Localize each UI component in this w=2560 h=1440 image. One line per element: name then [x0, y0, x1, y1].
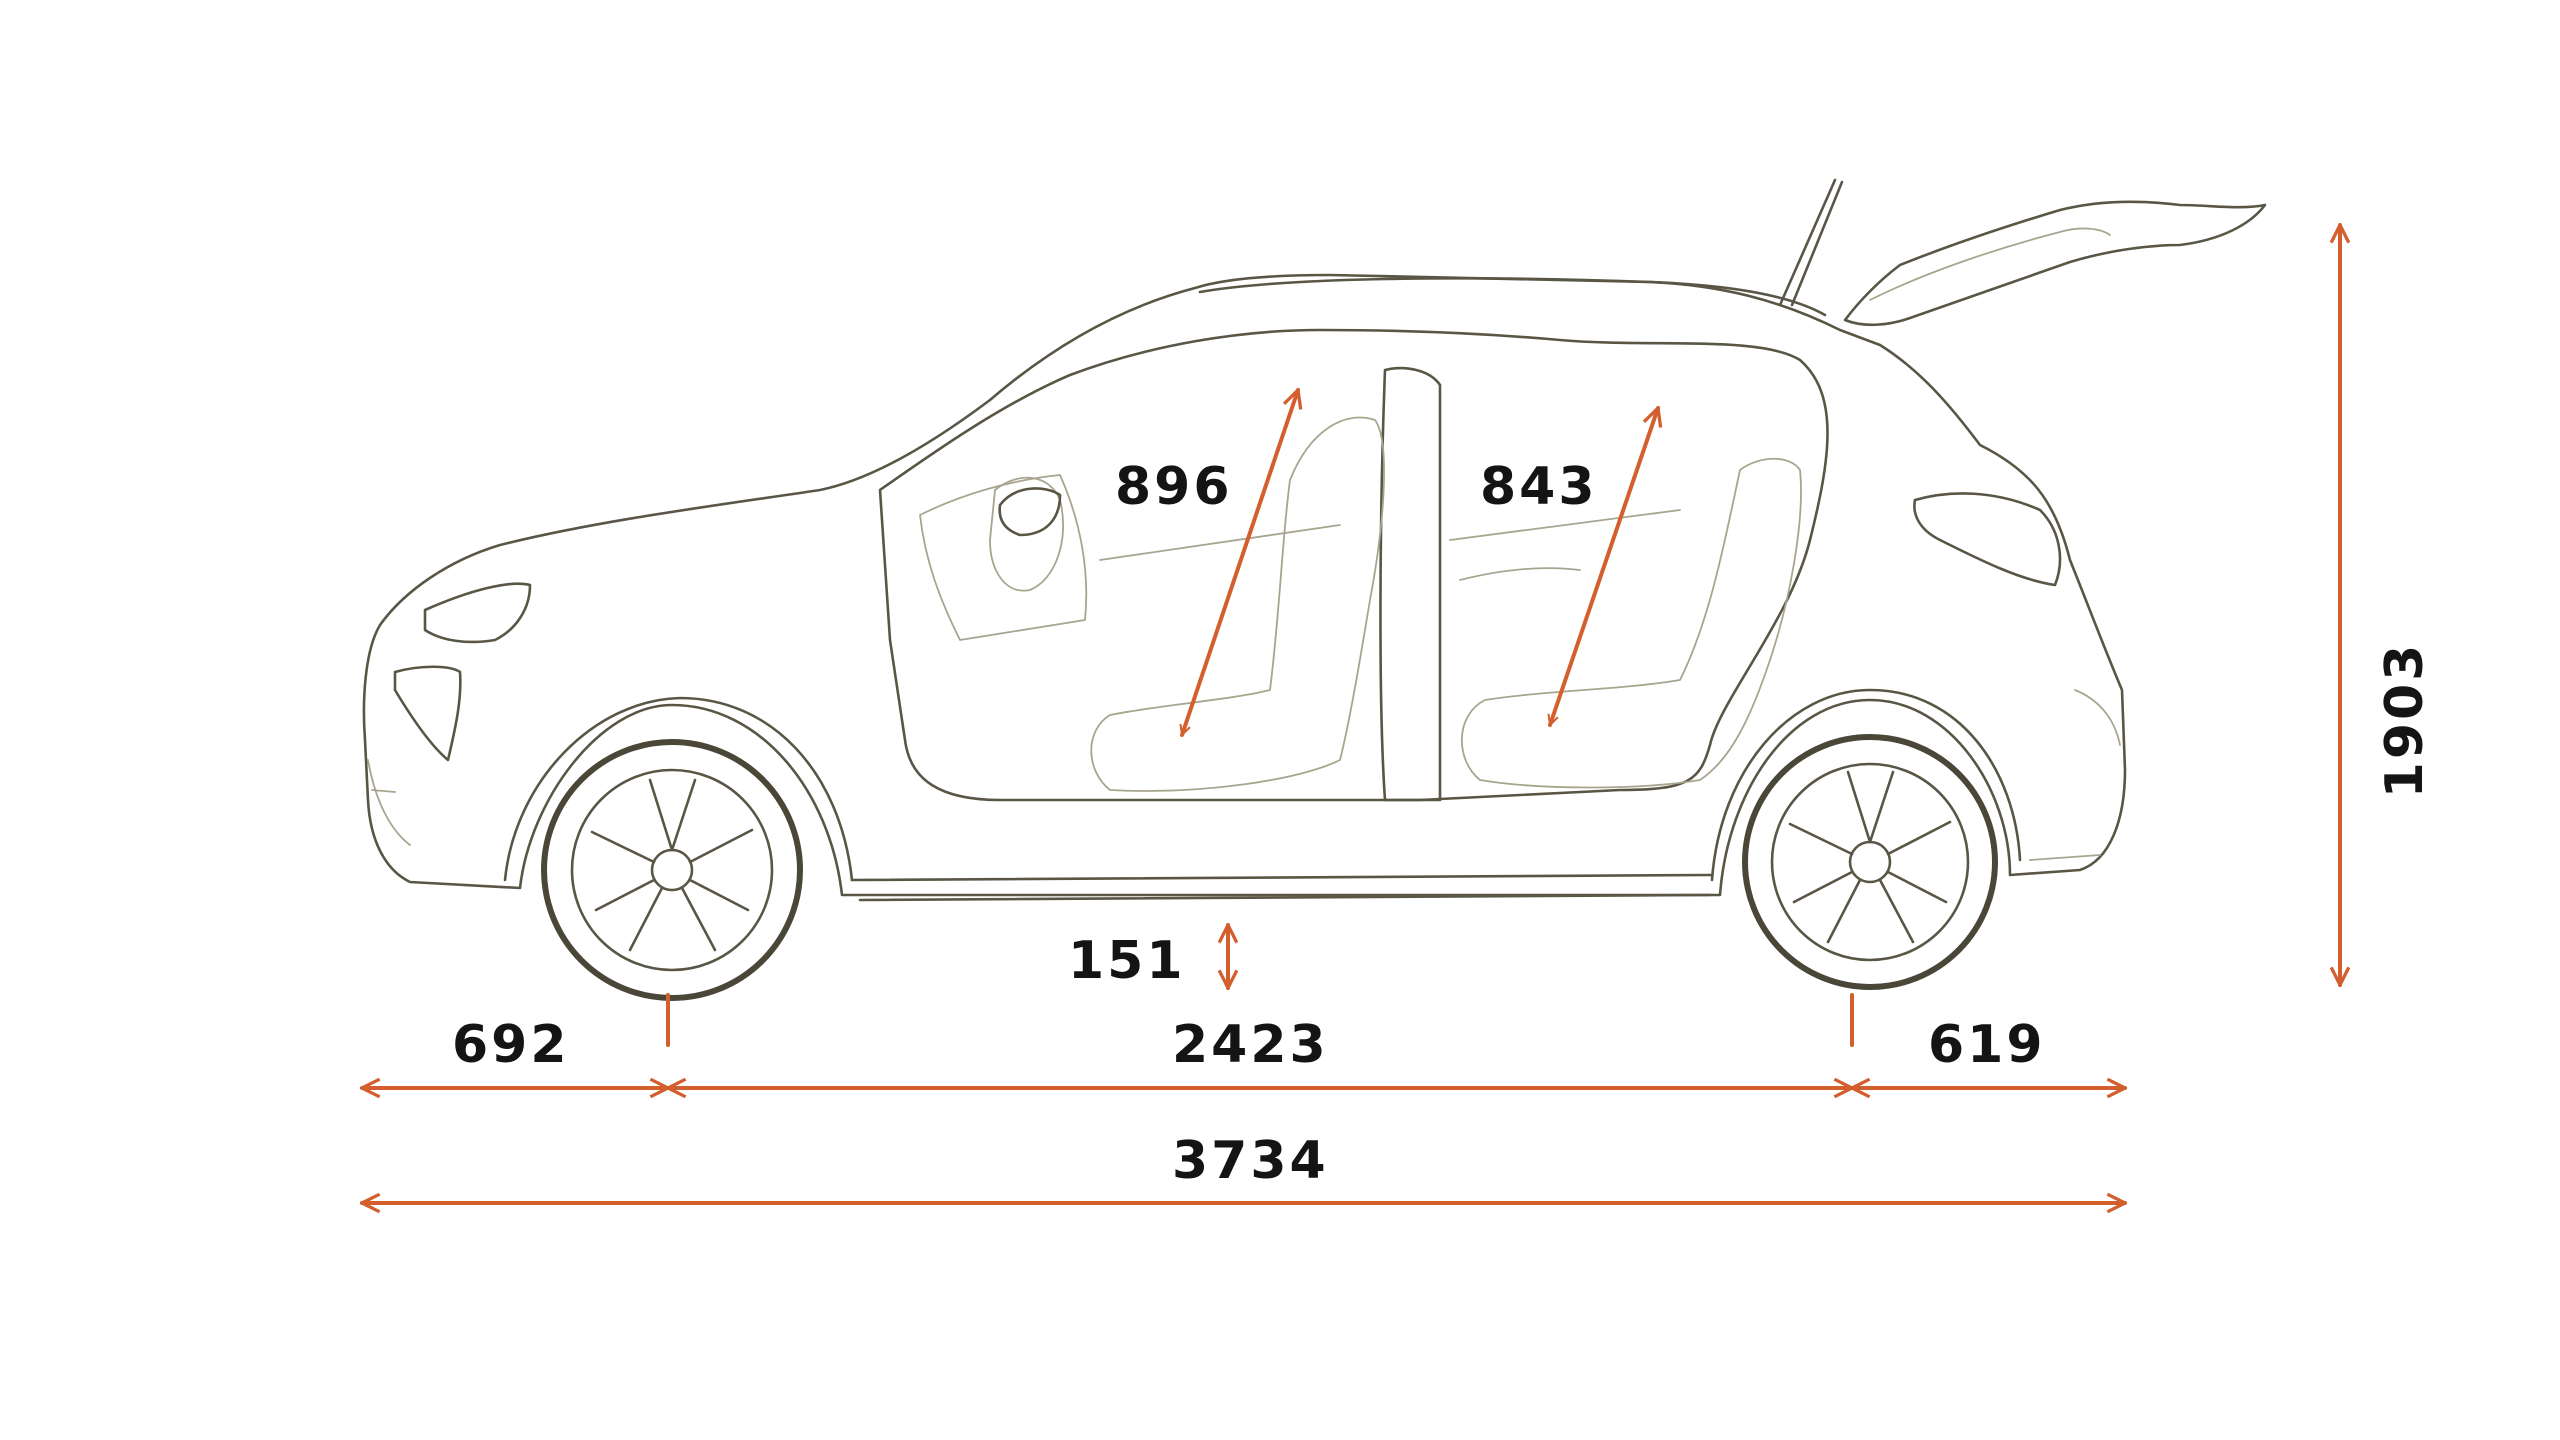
- roof-line: [1198, 277, 1827, 317]
- open-tailgate: [1843, 200, 2267, 327]
- rear-rim-spokes: [1788, 770, 1952, 944]
- rear-wheel-arch: [1710, 688, 2022, 882]
- front-headroom-arrow: [1182, 390, 1298, 735]
- side-sill: [850, 873, 1714, 902]
- door-panel-line: [1099, 509, 1681, 581]
- dashboard: [919, 474, 1088, 641]
- front-wheel: [541, 739, 803, 1001]
- tail-light: [1913, 492, 2062, 587]
- rear-overhang-label: 619: [1928, 1015, 2046, 1075]
- car-side-view: [362, 178, 2267, 1001]
- overall-length-label: 3734: [1172, 1131, 1329, 1191]
- front-overhang-label: 692: [452, 1015, 570, 1075]
- fog-light: [393, 665, 462, 762]
- door-opening: [878, 328, 1829, 802]
- rear-wheel: [1742, 734, 1998, 990]
- overall-height-label: 1903: [2375, 642, 2435, 799]
- headlight: [423, 582, 532, 644]
- front-bumper: [367, 759, 411, 846]
- front-headroom-label: 896: [1115, 457, 1233, 517]
- rear-headroom-label: 843: [1480, 457, 1598, 517]
- ground-clearance-label: 151: [1068, 931, 1186, 991]
- rear-headroom-arrow: [1550, 408, 1658, 725]
- wheelbase-label: 2423: [1172, 1015, 1329, 1075]
- car-body-outline: [362, 273, 2127, 897]
- tailgate-strut: [1778, 178, 1844, 307]
- tailgate-glass: [1869, 227, 2111, 301]
- rear-bumper: [2029, 689, 2121, 861]
- front-rim-spokes: [590, 778, 754, 952]
- rear-seat: [1460, 457, 1802, 789]
- side-mirror: [998, 487, 1062, 537]
- b-pillar: [1379, 366, 1442, 802]
- front-wheel-arch: [503, 696, 854, 882]
